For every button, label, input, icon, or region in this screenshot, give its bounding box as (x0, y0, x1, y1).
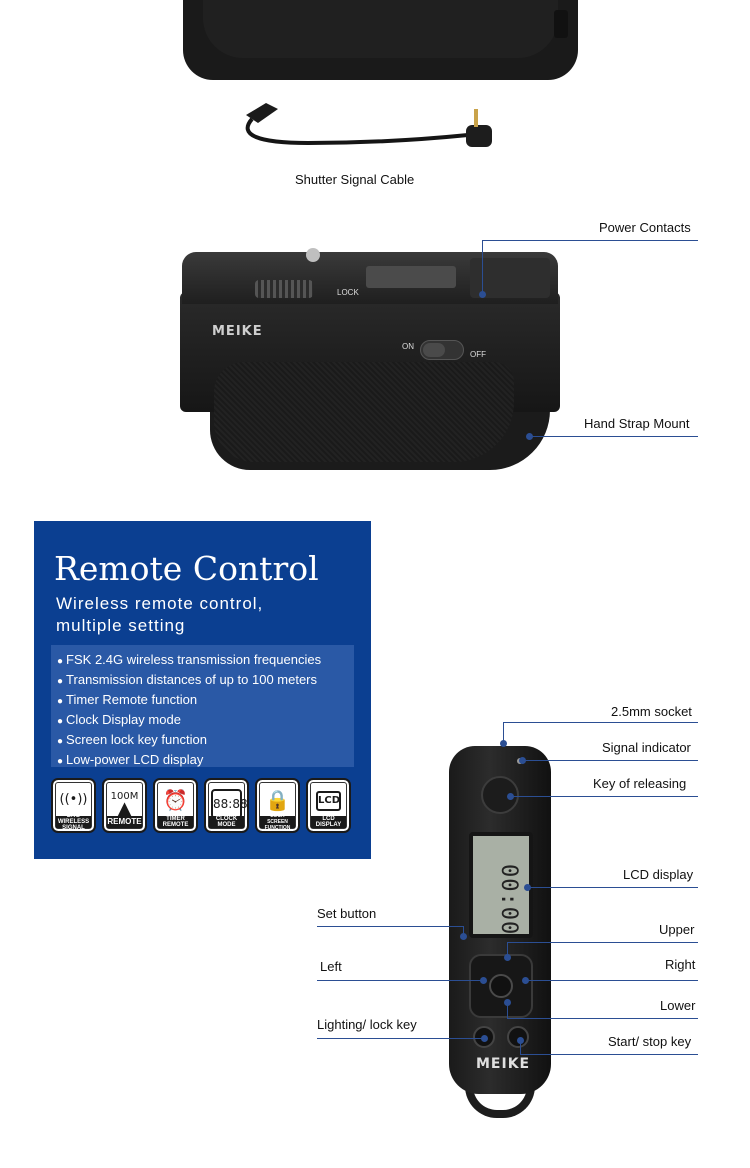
callout-signal-indicator: Signal indicator (602, 740, 691, 755)
power-switch (420, 340, 464, 360)
feature-item: Transmission distances of up to 100 mete… (57, 671, 354, 691)
lcd-icon: LCD LCD DISPLAY (306, 778, 351, 833)
grip-logo: MEIKE (212, 324, 263, 339)
callout-socket: 2.5mm socket (611, 704, 692, 719)
feature-item: Low-power LCD display (57, 751, 354, 771)
panel-subtitle: Wireless remote control, multiple settin… (56, 593, 356, 637)
feature-item: Screen lock key function (57, 731, 354, 751)
clock-icon: 88:88 CLOCK MODE (204, 778, 249, 833)
remote-control-panel: Remote Control Wireless remote control, … (34, 521, 371, 859)
remote-icon: 100M ▲ REMOTE (102, 778, 147, 833)
subtitle-line-1: Wireless remote control, (56, 594, 264, 613)
cable-caption: Shutter Signal Cable (295, 172, 415, 187)
timer-icon: ⏰ TIMER REMOTE (153, 778, 198, 833)
callout-left: Left (320, 959, 342, 974)
wireless-signal-icon: ((•)) 2.4G WIRELESS SIGNAL (51, 778, 96, 833)
battery-grip-image: LOCK MEIKE ON OFF (180, 238, 560, 470)
switch-off-label: OFF (470, 350, 486, 359)
panel-title: Remote Control (54, 549, 319, 588)
lcd-screen: 00:00 (469, 832, 533, 938)
callout-set-button: Set button (317, 906, 377, 921)
callout-key-of-releasing: Key of releasing (593, 776, 687, 791)
lock-icon: 🔒 LOCK SCREEN FUNCTION (255, 778, 300, 833)
set-button (489, 974, 513, 998)
feature-icons-row: ((•)) 2.4G WIRELESS SIGNAL 100M ▲ REMOTE… (51, 778, 354, 834)
remote-device-image: 00:00 MEIKE (449, 746, 551, 1118)
subtitle-line-2: multiple setting (56, 616, 186, 635)
callout-hand-strap-mount: Hand Strap Mount (584, 416, 690, 431)
remote-logo: MEIKE (476, 1056, 531, 1072)
feature-item: Timer Remote function (57, 691, 354, 711)
switch-on-label: ON (402, 342, 414, 351)
feature-item: FSK 2.4G wireless transmission frequenci… (57, 651, 354, 671)
callout-upper: Upper (659, 922, 695, 937)
control-wheel (255, 280, 313, 298)
callout-lighting-lock: Lighting/ lock key (317, 1017, 417, 1032)
release-key (481, 776, 519, 814)
direction-pad (469, 954, 533, 1018)
grip-bottom-view (183, 0, 578, 80)
callout-right: Right (665, 957, 696, 972)
callout-lower: Lower (660, 998, 696, 1013)
feature-item: Clock Display mode (57, 711, 354, 731)
callout-power-contacts: Power Contacts (599, 220, 691, 235)
feature-list: FSK 2.4G wireless transmission frequenci… (51, 645, 354, 767)
shutter-signal-cable-image (245, 103, 492, 147)
lock-marking: LOCK (337, 288, 359, 297)
callout-start-stop: Start/ stop key (608, 1034, 692, 1049)
callout-lcd-display: LCD display (623, 867, 694, 882)
